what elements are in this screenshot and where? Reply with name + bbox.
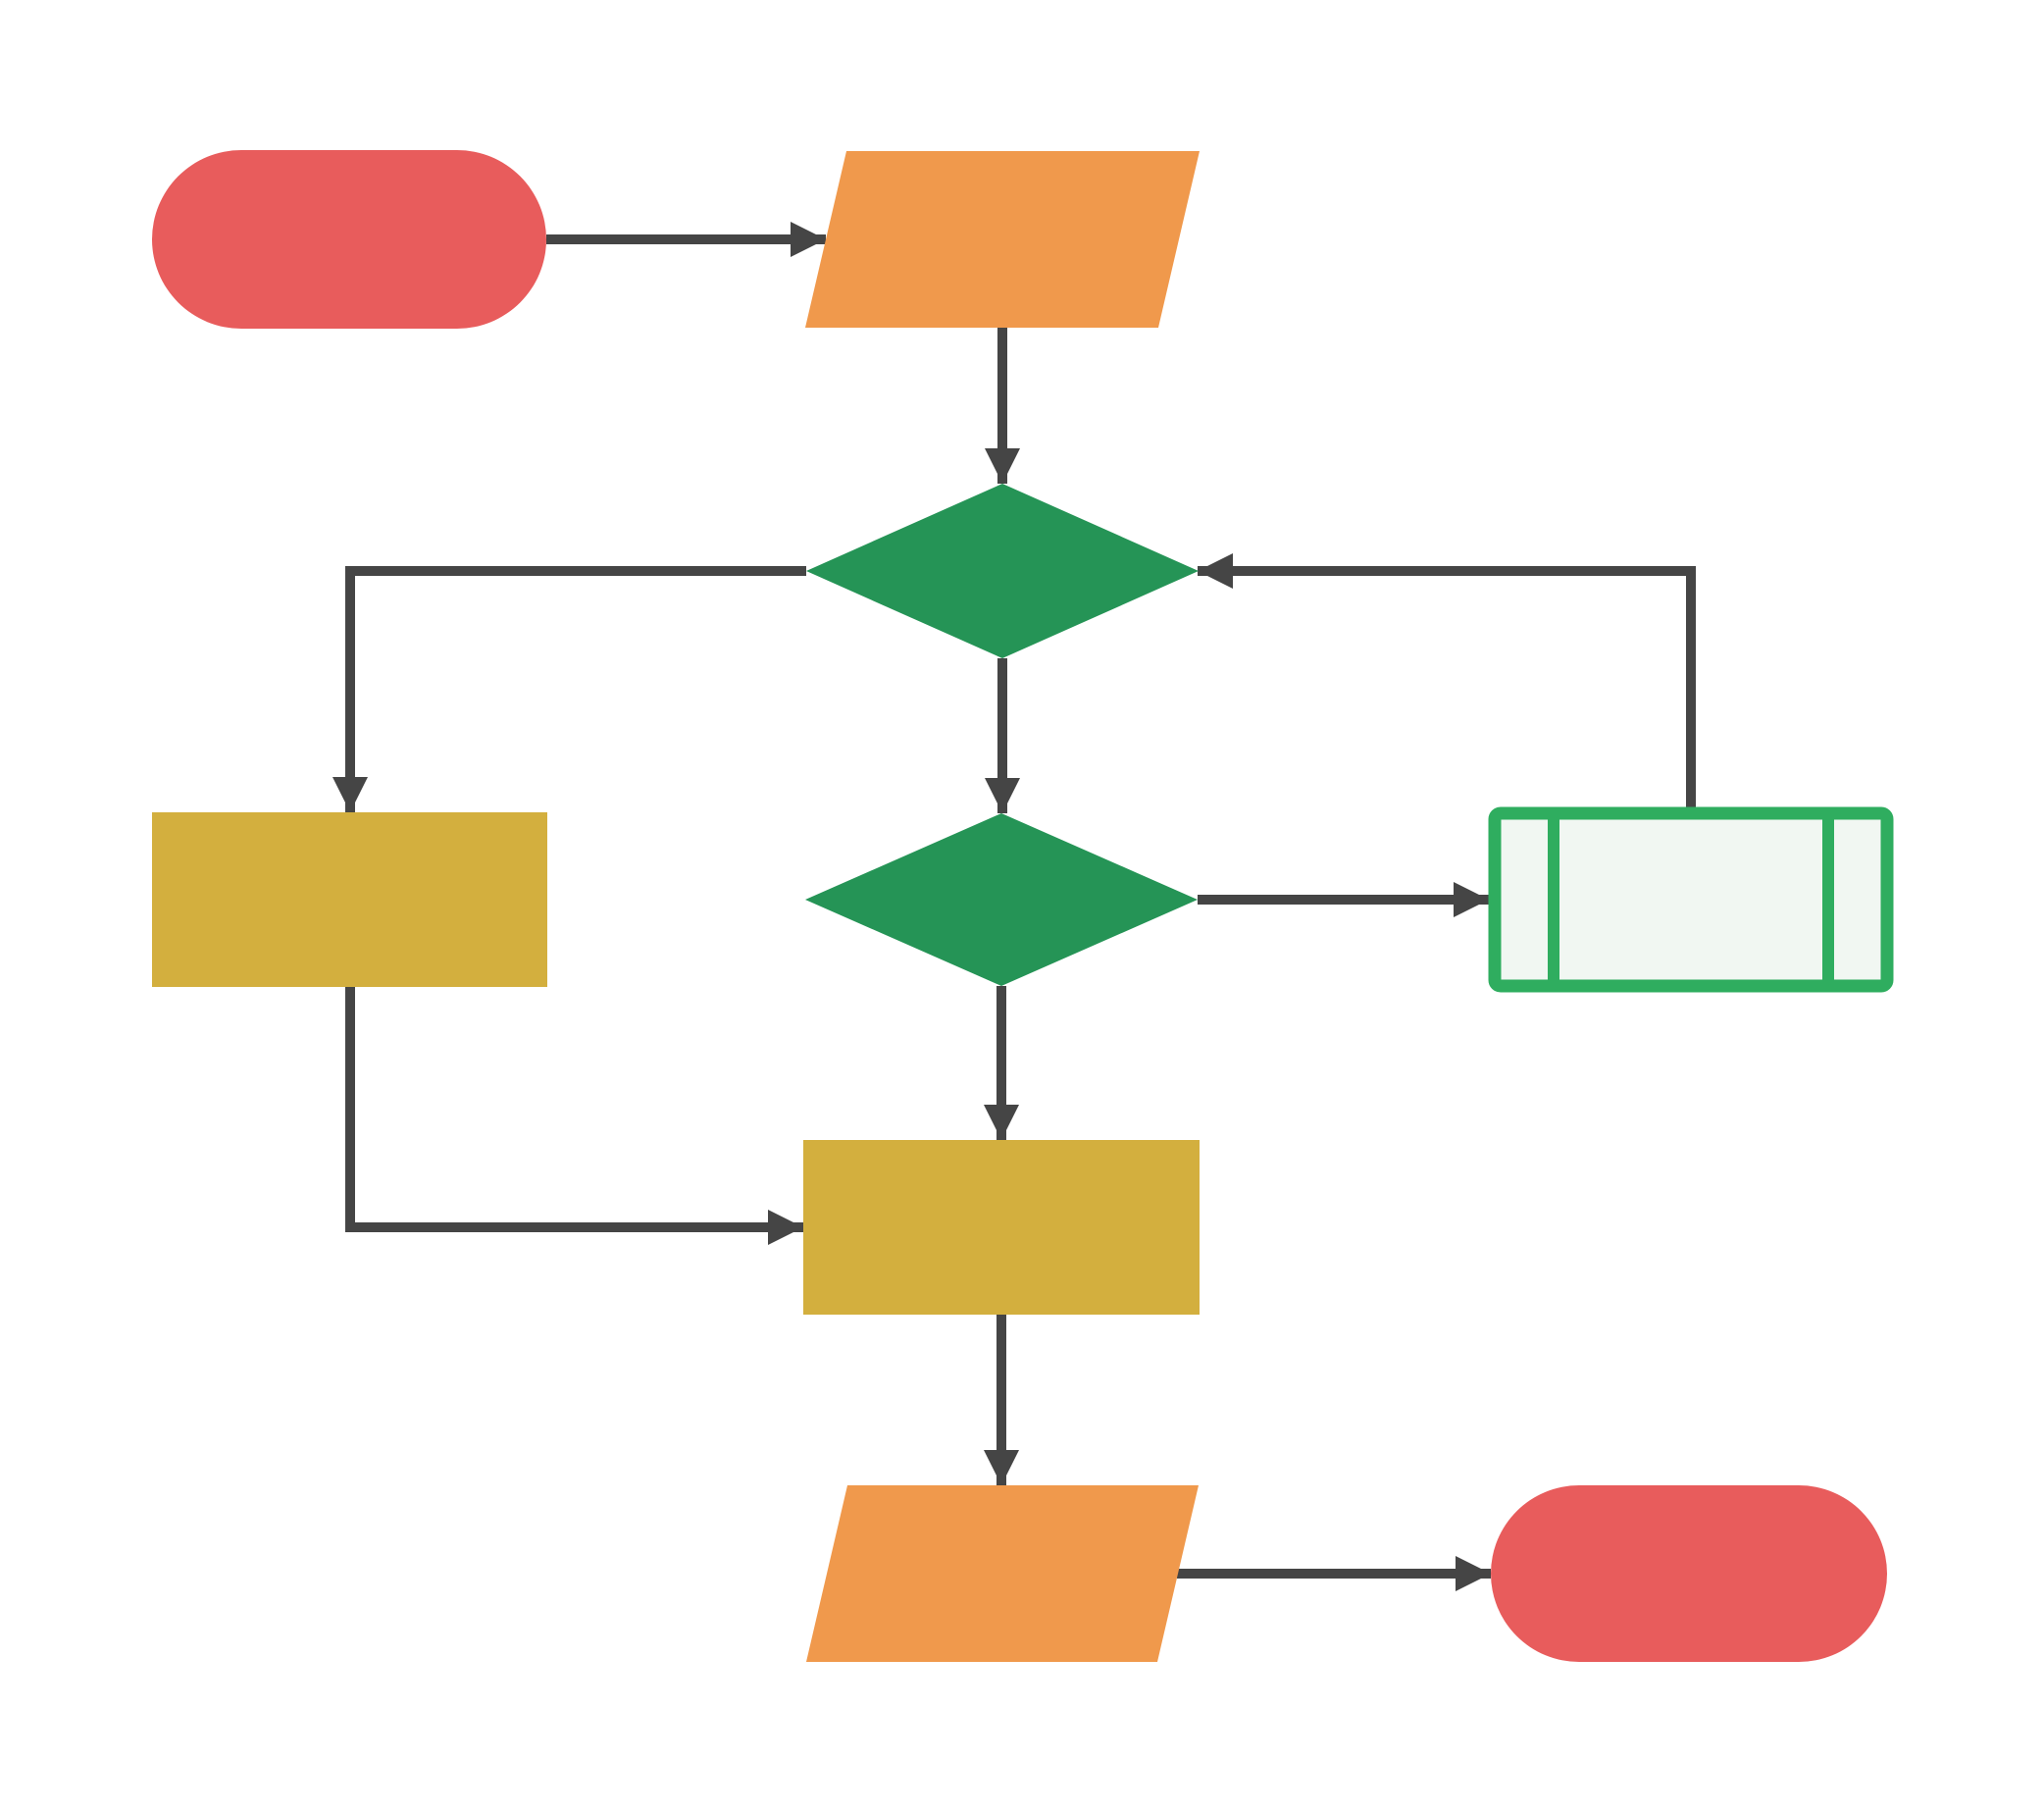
decision-diamond-1-node[interactable] (806, 484, 1199, 658)
predefined-process-node[interactable] (1488, 806, 1894, 993)
terminator-end-node[interactable] (1491, 1485, 1887, 1662)
decision-diamond-2-node[interactable] (805, 813, 1198, 986)
process-rect-left-node[interactable] (152, 812, 547, 987)
io-parallelogram-bottom-node[interactable] (806, 1485, 1199, 1662)
edges-layer (332, 222, 1696, 1591)
edge-subroutine-to-decision-1 (1198, 553, 1696, 807)
io-parallelogram-top-node[interactable] (805, 151, 1200, 328)
process-rect-center-node[interactable] (803, 1140, 1200, 1315)
edge-decision-1-to-process-left (332, 566, 806, 812)
predefined-process-body (1488, 806, 1894, 993)
nodes-layer (152, 150, 1894, 1662)
edge-process-left-to-process-center (345, 987, 803, 1245)
terminator-start-node[interactable] (152, 150, 546, 329)
